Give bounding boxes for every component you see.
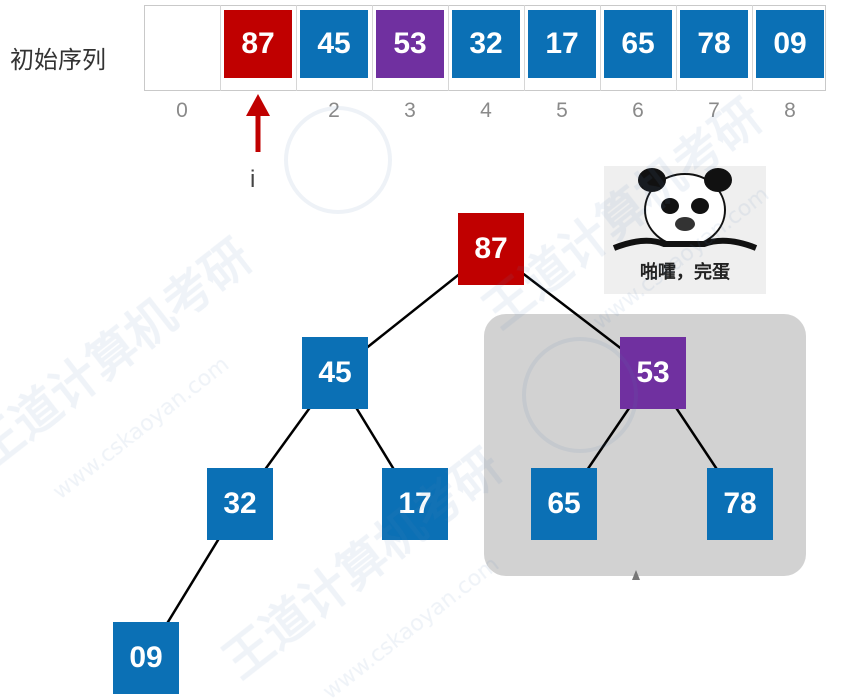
array-cell-divider: [600, 5, 601, 91]
array-index-label: 8: [784, 99, 796, 122]
array-index-label: 5: [556, 99, 568, 122]
array-cell: 65: [604, 10, 672, 78]
array-index-label: 4: [480, 99, 492, 122]
array-cell: [148, 10, 216, 78]
array-cell-divider: [676, 5, 677, 91]
pointer-arrow-icon: [246, 94, 270, 152]
array-cell: 45: [300, 10, 368, 78]
array-cell-divider: [524, 5, 525, 91]
panda-meme-face-icon: [612, 168, 758, 251]
array-cell-divider: [448, 5, 449, 91]
array-cell: 78: [680, 10, 748, 78]
tree-node: 45: [302, 337, 368, 409]
array-cell-divider: [752, 5, 753, 91]
array-index-label: 0: [176, 99, 188, 122]
tree-node: 09: [113, 622, 179, 694]
array-cell-divider: [372, 5, 373, 91]
array-index-label: 6: [632, 99, 644, 122]
pointer-label: i: [250, 166, 256, 193]
array-index-label: 7: [708, 99, 720, 122]
meme-caption: 啪嚯，完蛋: [640, 262, 730, 283]
tree-node: 87: [458, 213, 524, 285]
array-index-label: 3: [404, 99, 416, 122]
array-cell-divider: [220, 5, 221, 91]
array-cell-divider: [296, 5, 297, 91]
tree-node: 17: [382, 468, 448, 540]
tree-node: 53: [620, 337, 686, 409]
array-cell: 09: [756, 10, 824, 78]
array-cell: 17: [528, 10, 596, 78]
tree-node: 65: [531, 468, 597, 540]
tree-node: 32: [207, 468, 273, 540]
up-marker-icon: [632, 570, 640, 580]
array-frame: [144, 5, 826, 91]
array-cell: 32: [452, 10, 520, 78]
tree-node: 78: [707, 468, 773, 540]
array-index-label: 2: [328, 99, 340, 122]
sequence-label: 初始序列: [10, 46, 106, 74]
array-cell: 53: [376, 10, 444, 78]
meme-sticker: 啪嚯，完蛋: [604, 166, 766, 294]
array-cell: 87: [224, 10, 292, 78]
